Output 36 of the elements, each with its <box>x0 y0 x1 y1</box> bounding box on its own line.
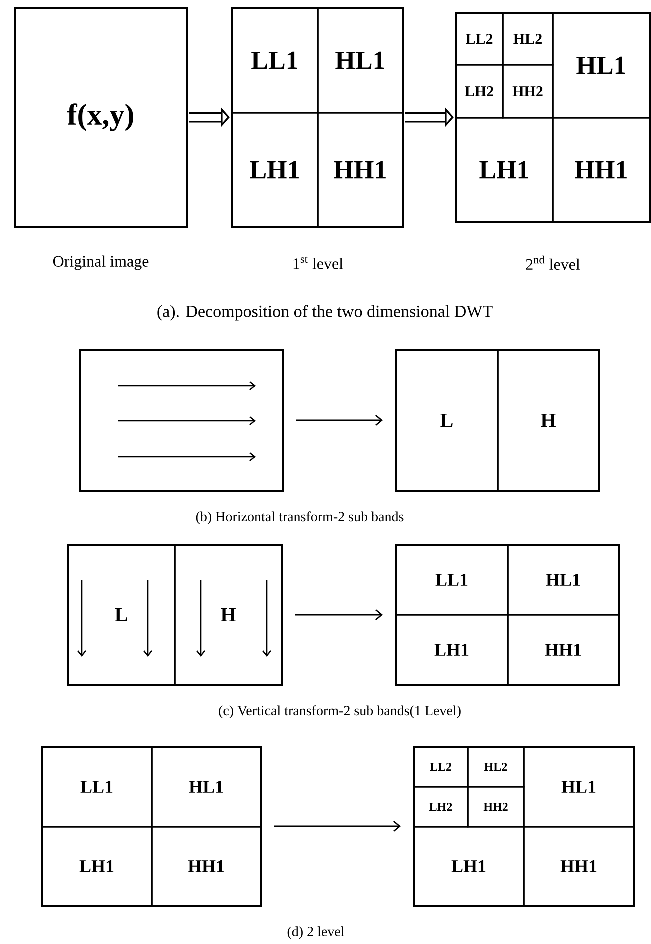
subband-cell: HL1 <box>507 544 620 616</box>
figure-caption: (c) Vertical transform-2 sub bands(1 Level) <box>219 706 461 718</box>
subband-cell: HL2 <box>467 746 525 788</box>
subband-cell: LL1 <box>41 746 153 828</box>
subband-cell: LH1 <box>41 826 153 907</box>
subband-cell: HH2 <box>502 64 554 119</box>
subband-cell: HL1 <box>151 746 262 828</box>
image-box: f(x,y) <box>14 6 188 228</box>
subband-cell: HH1 <box>151 826 262 907</box>
subband-cell: LH2 <box>455 64 504 119</box>
subband-cell: LH1 <box>455 117 554 223</box>
subband-cell: L <box>67 544 176 686</box>
subband-cell: HL1 <box>523 746 635 828</box>
figure-caption: (d) 2 level <box>288 926 344 940</box>
arrow <box>296 414 383 426</box>
subband-cell: LH1 <box>395 614 509 686</box>
subband-cell: HH2 <box>467 786 525 828</box>
subband-cell: LH1 <box>413 826 525 907</box>
subband-cell: H <box>174 544 283 686</box>
image-box <box>79 349 284 492</box>
level-caption: 2$^{nd}$ level <box>526 256 580 270</box>
figure-caption: (b) Horizontal transform-2 sub bands <box>196 512 404 524</box>
subband-cell: HH1 <box>523 826 635 907</box>
subband-cell: HL2 <box>502 12 554 66</box>
subband-cell: LH2 <box>413 786 469 828</box>
subband-cell: HH1 <box>507 614 620 686</box>
level-caption: 1$^{st}$ level <box>294 256 344 270</box>
arrow <box>295 609 383 621</box>
level-caption: Original image <box>53 256 149 270</box>
arrow <box>274 820 401 832</box>
subband-cell: HL1 <box>552 12 651 119</box>
subband-cell: LL2 <box>413 746 469 788</box>
subband-cell: LL2 <box>455 12 504 66</box>
subband-cell: LL1 <box>395 544 509 616</box>
subband-cell: HH1 <box>552 117 651 223</box>
figure-caption: (a). Decomposition of the two dimensional DWT <box>158 305 493 321</box>
